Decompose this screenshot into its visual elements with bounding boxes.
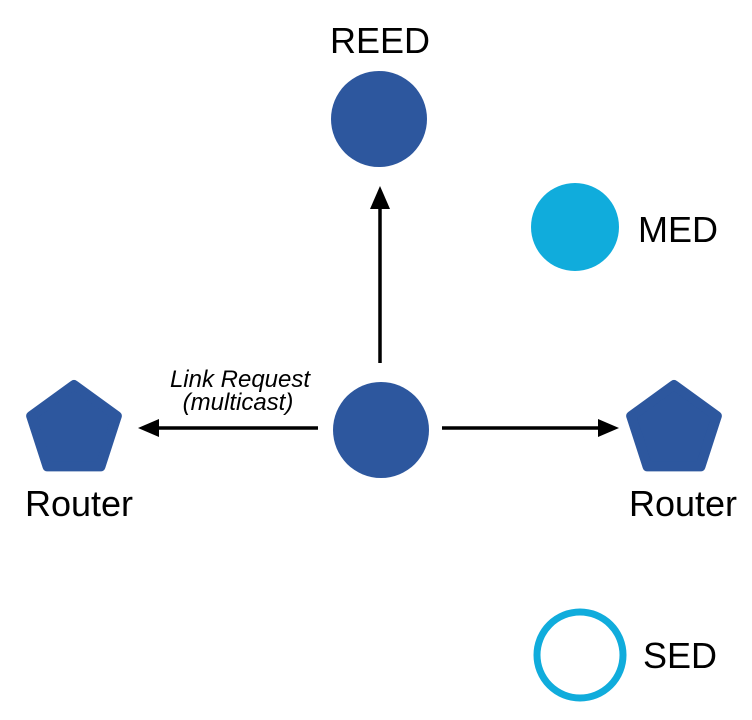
med-label: MED (638, 209, 718, 250)
reed-node-icon (331, 71, 427, 167)
router-right-node-icon (626, 380, 722, 472)
sed-label: SED (643, 635, 717, 676)
arrow-up (370, 186, 390, 363)
link-request-annotation-line2: (multicast) (183, 389, 294, 416)
link-request-annotation-line1: Link Request (170, 366, 311, 393)
router-left-node-icon (26, 380, 122, 472)
reed-label: REED (330, 20, 430, 61)
arrow-left-head-icon (138, 419, 159, 437)
router-right-label: Router (629, 483, 737, 524)
med-node-icon (531, 183, 619, 271)
router-left-label: Router (25, 483, 133, 524)
arrow-left (138, 419, 318, 437)
sed-node-icon (533, 608, 627, 702)
arrow-up-head-icon (370, 186, 390, 209)
arrow-right (442, 419, 619, 437)
arrow-right-head-icon (598, 419, 619, 437)
center-node-icon (333, 382, 429, 478)
